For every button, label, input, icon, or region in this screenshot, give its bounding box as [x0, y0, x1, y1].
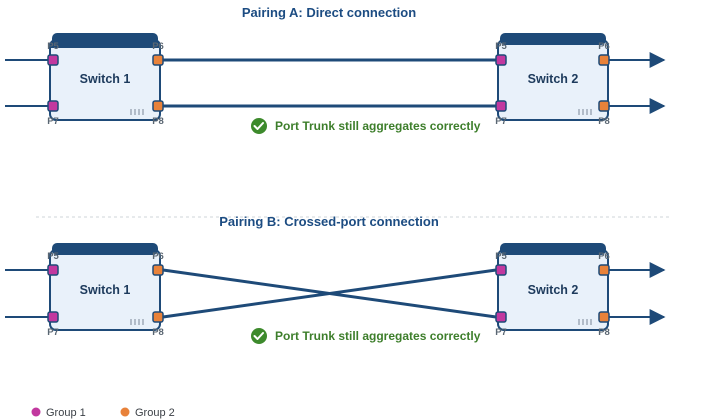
- pairing-a-s2-label-p5: P5: [495, 41, 507, 52]
- pairing-a-status: Port Trunk still aggregates correctly: [275, 119, 481, 133]
- legend-swatch-group-2: [120, 407, 130, 417]
- pairing-b-switch-1-label: Switch 1: [80, 283, 131, 297]
- pairing-b-s2-label-p7: P7: [495, 327, 507, 338]
- pairing-a-s1-label-p6: P6: [152, 41, 164, 52]
- pairing-a-s2-label-p6: P6: [598, 41, 610, 52]
- pairing-b-s2-label-p5: P5: [495, 251, 507, 262]
- pairing-b-link-p8-p5: [162, 268, 497, 319]
- pairing-b-s1-port-p8: [152, 311, 164, 323]
- pairing-b-switch-1: Switch 1: [49, 243, 161, 331]
- pairing-a-title: Pairing A: Direct connection: [242, 5, 416, 20]
- pairing-a-switch-2: Switch 2: [497, 33, 609, 121]
- pairing-b-s1-port-p5: [47, 264, 59, 276]
- pairing-b-s1-label-p6: P6: [152, 251, 164, 262]
- pairing-b-title: Pairing B: Crossed-port connection: [219, 214, 439, 229]
- pairing-b-s2-port-p6: [598, 264, 610, 276]
- pairing-a-s1-port-p7: [47, 100, 59, 112]
- check-circle-icon: [251, 118, 267, 134]
- pairing-b-s1-label-p5: P5: [47, 251, 59, 262]
- pairing-a-s2-port-p8: [598, 100, 610, 112]
- pairing-b-switch-2: Switch 2: [497, 243, 609, 331]
- pairing-a-switch-1-label: Switch 1: [80, 72, 131, 86]
- pairing-b-s2-label-p6: P6: [598, 251, 610, 262]
- pairing-a-s2-label-p7: P7: [495, 116, 507, 127]
- pairing-a-s1-label-p7: P7: [47, 116, 59, 127]
- pairing-b-s1-label-p8: P8: [152, 327, 164, 338]
- pairing-a-s1-port-p8: [152, 100, 164, 112]
- pairing-a-s1-label-p8: P8: [152, 116, 164, 127]
- pairing-a-s2-port-p7: [495, 100, 507, 112]
- legend-swatch-group-1: [31, 407, 41, 417]
- pairing-a-switch-2-label: Switch 2: [528, 72, 579, 86]
- check-circle-icon: [251, 328, 267, 344]
- pairing-b-s2-label-p8: P8: [598, 327, 610, 338]
- pairing-a-s2-port-p5: [495, 54, 507, 66]
- vent-icon: [130, 319, 144, 325]
- legend: Group 1 Group 2: [31, 407, 175, 419]
- vent-icon: [130, 109, 144, 115]
- pairing-b-s2-port-p5: [495, 264, 507, 276]
- legend-label-group-1: Group 1: [46, 407, 86, 419]
- vent-icon: [578, 109, 592, 115]
- legend-label-group-2: Group 2: [135, 407, 175, 419]
- pairing-b-s2-port-p7: [495, 311, 507, 323]
- pairing-b-status: Port Trunk still aggregates correctly: [275, 329, 481, 343]
- pairing-a-s2-port-p6: [598, 54, 610, 66]
- pairing-b-s2-port-p8: [598, 311, 610, 323]
- pairing-b-s1-label-p7: P7: [47, 327, 59, 338]
- pairing-b-switch-2-label: Switch 2: [528, 283, 579, 297]
- pairing-a-s1-port-p5: [47, 54, 59, 66]
- pairing-a-s1-port-p6: [152, 54, 164, 66]
- pairing-a-switch-1: Switch 1: [49, 33, 161, 121]
- pairing-a-s1-label-p5: P5: [47, 41, 59, 52]
- pairing-b-s1-port-p6: [152, 264, 164, 276]
- vent-icon: [578, 319, 592, 325]
- pairing-b-s1-port-p7: [47, 311, 59, 323]
- pairing-a-s2-label-p8: P8: [598, 116, 610, 127]
